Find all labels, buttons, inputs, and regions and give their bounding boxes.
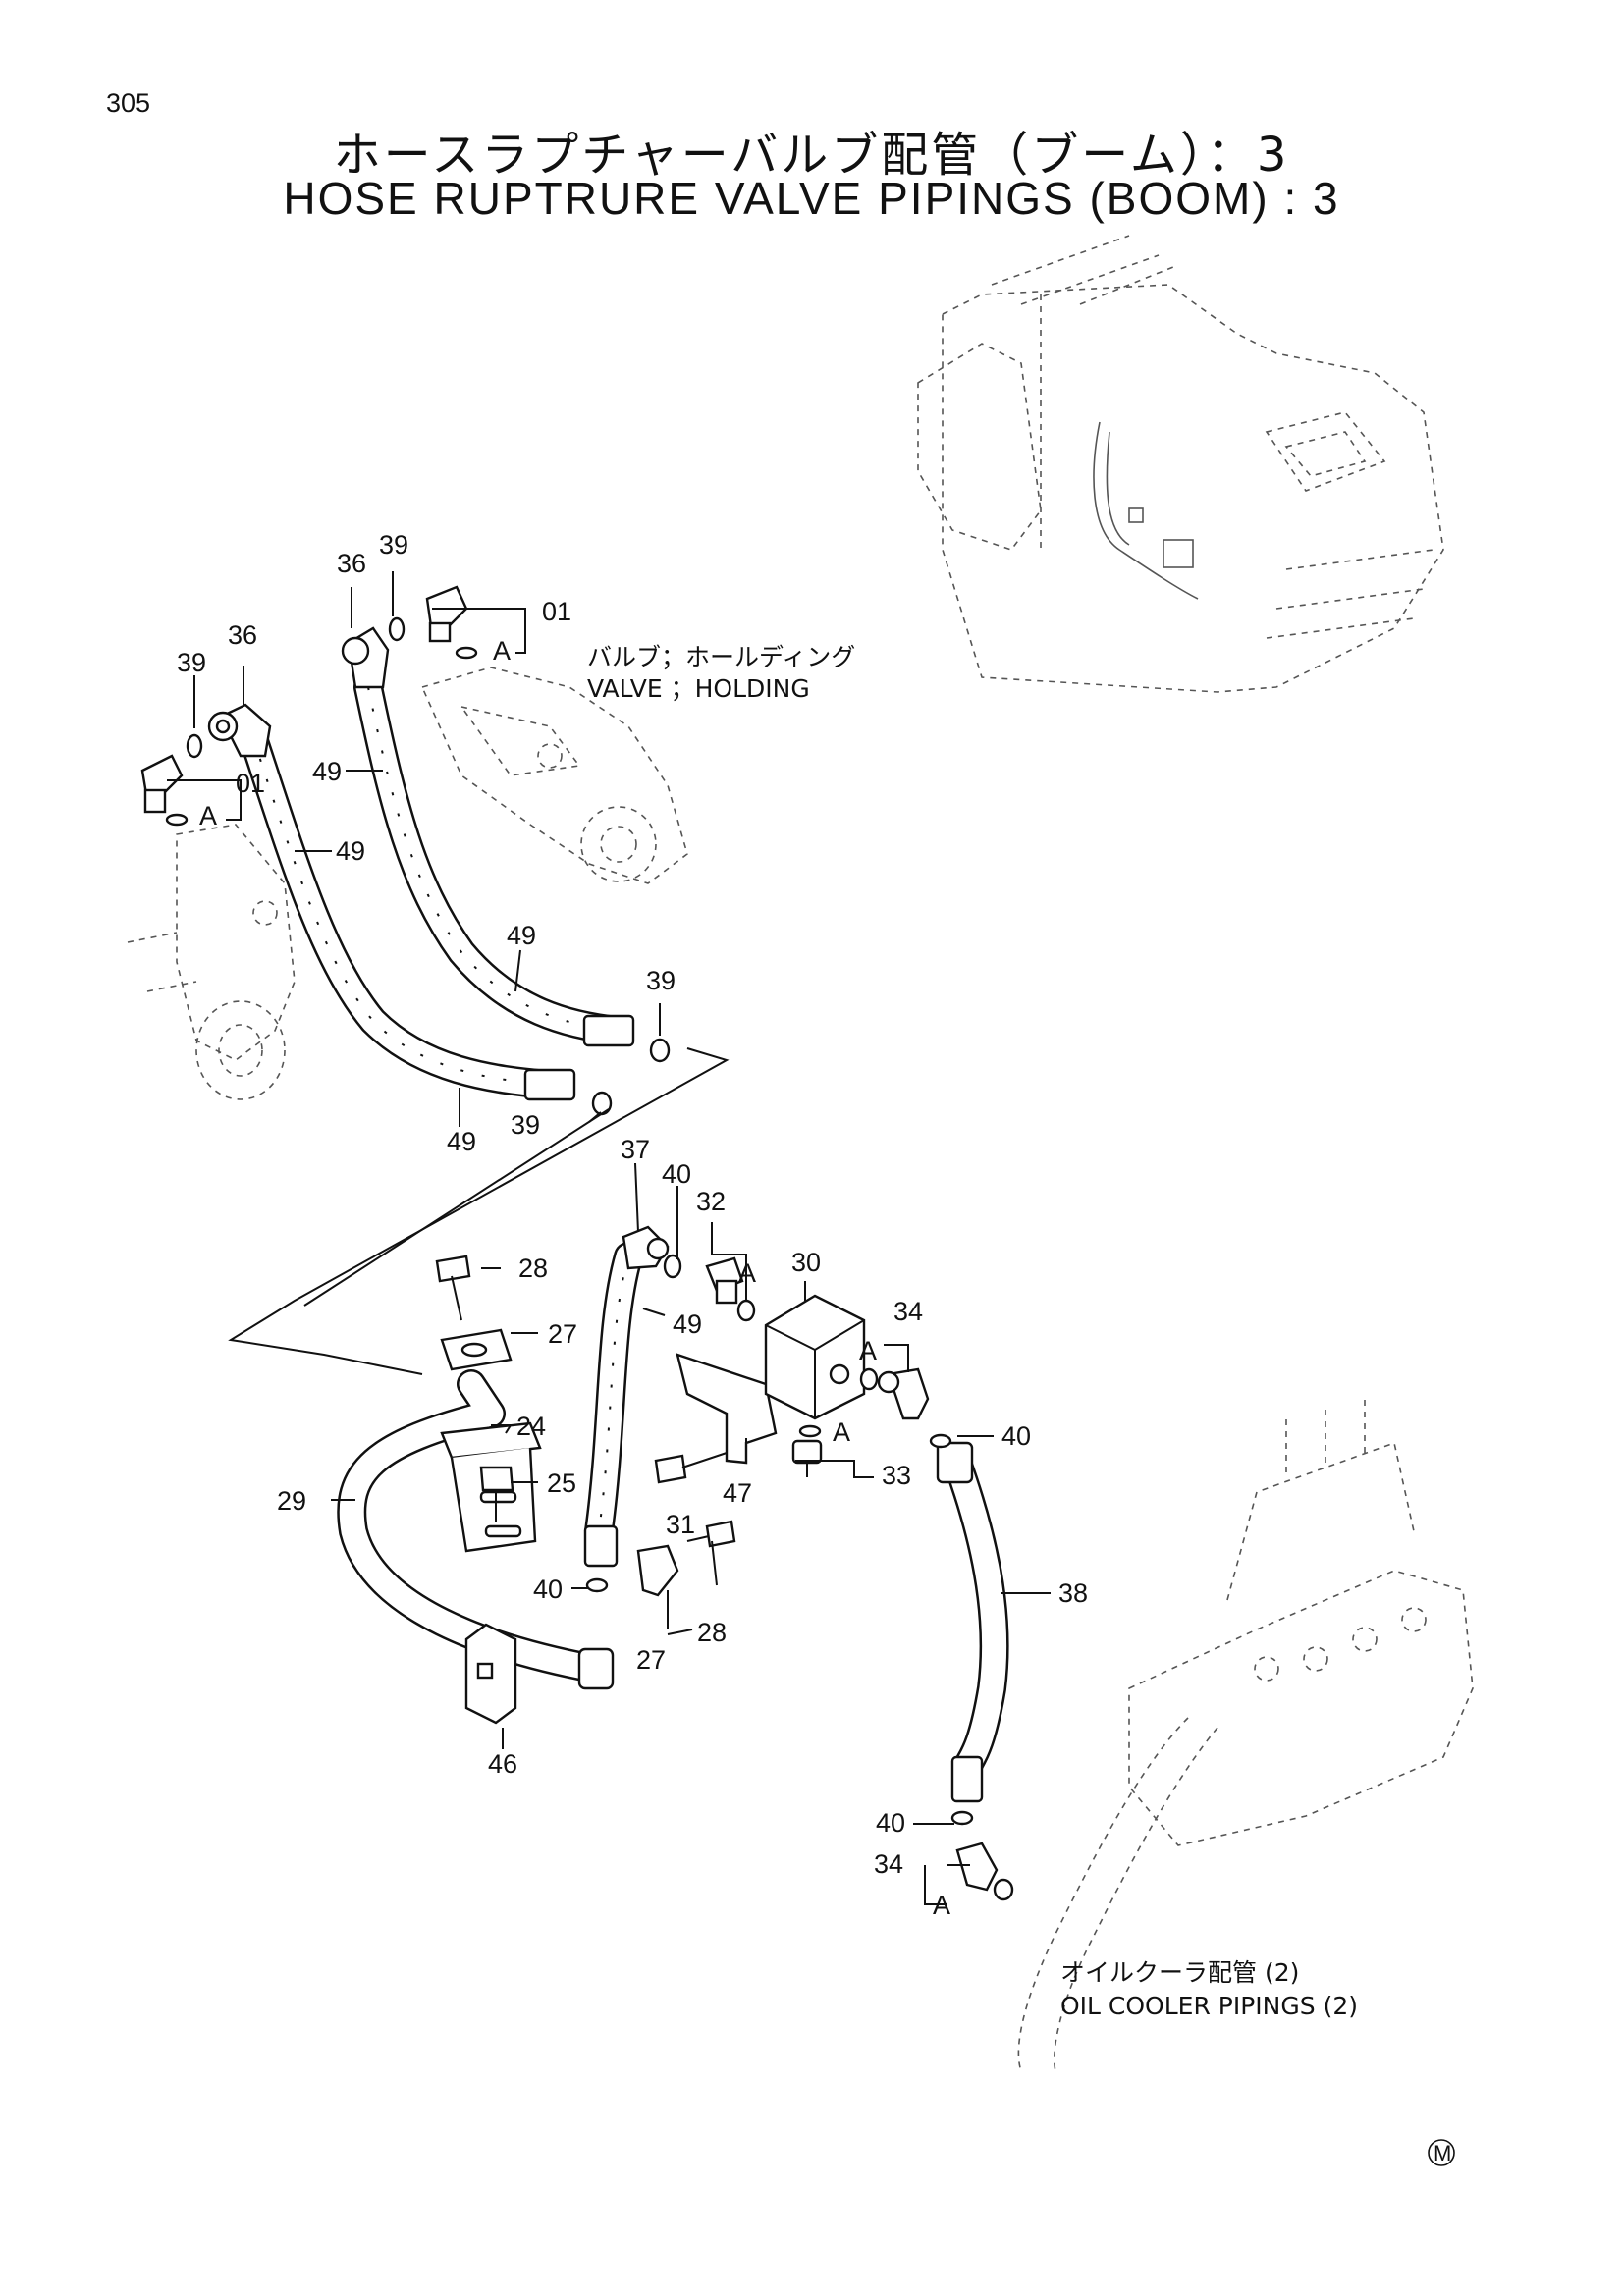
elbow-37 [622, 1225, 670, 1270]
clamp-27-lower [636, 1544, 679, 1597]
callout-ref-a: A [859, 1336, 877, 1365]
callout-ref-a: A [493, 636, 511, 666]
callout-25: 25 [547, 1468, 576, 1498]
callout-ref-a: A [738, 1258, 756, 1288]
adapter-32 [705, 1256, 744, 1305]
callout-ref-a: A [833, 1417, 850, 1447]
phantom-connection-line [228, 1047, 730, 1375]
excavator-overview-illustration [917, 235, 1444, 693]
elbow-36-left [207, 703, 272, 758]
callout-46: 46 [488, 1749, 517, 1779]
note-oil-cooler-jp: オイルクーラ配管 (2) [1060, 1958, 1299, 1987]
hose-49-upper-right [353, 672, 633, 1045]
callout-40: 40 [876, 1808, 905, 1838]
callout-33: 33 [882, 1461, 911, 1490]
callout-36: 36 [228, 620, 257, 650]
callout-32: 32 [696, 1187, 726, 1216]
hose-38 [936, 1441, 1009, 1803]
corner-mark-letter: M [1434, 2141, 1451, 2165]
callout-labels: 39 36 01 A 36 39 01 A 49 49 49 39 39 49 … [177, 530, 1088, 1920]
bracket-24 [440, 1421, 542, 1553]
callout-40: 40 [662, 1159, 691, 1189]
hose-end-fitting-lower [583, 1524, 619, 1568]
note-holding-valve-en: VALVE ；HOLDING [587, 674, 810, 703]
hose-49-upper-left [239, 723, 565, 1099]
callout-49: 49 [673, 1309, 702, 1339]
callout-27: 27 [548, 1319, 577, 1349]
holding-valve-illustration-lower [127, 824, 296, 1100]
page-number: 305 [106, 88, 151, 118]
callout-39: 39 [646, 966, 676, 995]
leader-lines [167, 571, 1051, 1905]
callout-39: 39 [511, 1110, 540, 1140]
elbow-36-right [341, 626, 390, 689]
callout-49: 49 [447, 1127, 476, 1156]
title-english: HOSE RUPTRURE VALVE PIPINGS (BOOM) : 3 [283, 173, 1340, 224]
o-rings-upper [165, 616, 671, 1116]
o-rings-lower [585, 1254, 974, 1826]
callout-01: 01 [542, 597, 571, 626]
callout-39: 39 [177, 648, 206, 677]
callout-28: 28 [518, 1254, 548, 1283]
callout-ref-a: A [199, 801, 217, 830]
callout-34: 34 [874, 1849, 903, 1879]
callout-47: 47 [723, 1478, 752, 1508]
holding-valve-illustration-upper [420, 667, 688, 884]
hose-49-lower [584, 1242, 643, 1546]
corner-mark: M [1428, 2139, 1455, 2166]
callout-28: 28 [697, 1618, 727, 1647]
callout-39: 39 [379, 530, 408, 560]
title-japanese: ホースラプチャーバルブ配管（ブーム）：3 [333, 128, 1290, 183]
callout-36: 36 [337, 549, 366, 578]
callout-24: 24 [516, 1412, 546, 1441]
callout-37: 37 [621, 1135, 650, 1164]
callout-34: 34 [893, 1297, 923, 1326]
bolt-33 [791, 1439, 823, 1477]
callout-29: 29 [277, 1486, 306, 1516]
notes: バルブ；ホールディング VALVE ；HOLDING オイルクーラ配管 (2) … [587, 643, 1358, 2020]
callout-49: 49 [336, 836, 365, 866]
elbow-34-upper [877, 1367, 930, 1420]
phantom-connection-line-2 [303, 1108, 610, 1307]
control-valve-illustration [1017, 1394, 1474, 2072]
note-holding-valve-jp: バルブ；ホールディング [587, 643, 855, 671]
bolt-31 [654, 1452, 728, 1484]
adapter-01-upper [425, 585, 468, 643]
hose-end-fittings-upper [523, 1014, 635, 1101]
block-30 [764, 1294, 866, 1420]
callout-49: 49 [507, 921, 536, 950]
callout-49: 49 [312, 757, 342, 786]
bolt-25 [479, 1466, 514, 1522]
bolt-28-lower [686, 1520, 736, 1548]
callout-40: 40 [533, 1575, 563, 1604]
callout-30: 30 [791, 1248, 821, 1277]
elbow-34-lower [955, 1842, 1014, 1901]
bracket-46 [464, 1623, 517, 1725]
adapter-01-lower [140, 754, 184, 814]
callout-31: 31 [666, 1510, 695, 1539]
callout-40: 40 [1001, 1421, 1031, 1451]
callout-27: 27 [636, 1645, 666, 1675]
callout-38: 38 [1058, 1578, 1088, 1608]
note-oil-cooler-en: OIL COOLER PIPINGS (2) [1060, 1992, 1358, 2020]
clamp-27-upper [440, 1328, 513, 1371]
bracket-47 [676, 1353, 778, 1465]
bolt-28-upper [435, 1255, 471, 1321]
callout-ref-a: A [933, 1891, 950, 1920]
callout-01: 01 [236, 769, 265, 798]
